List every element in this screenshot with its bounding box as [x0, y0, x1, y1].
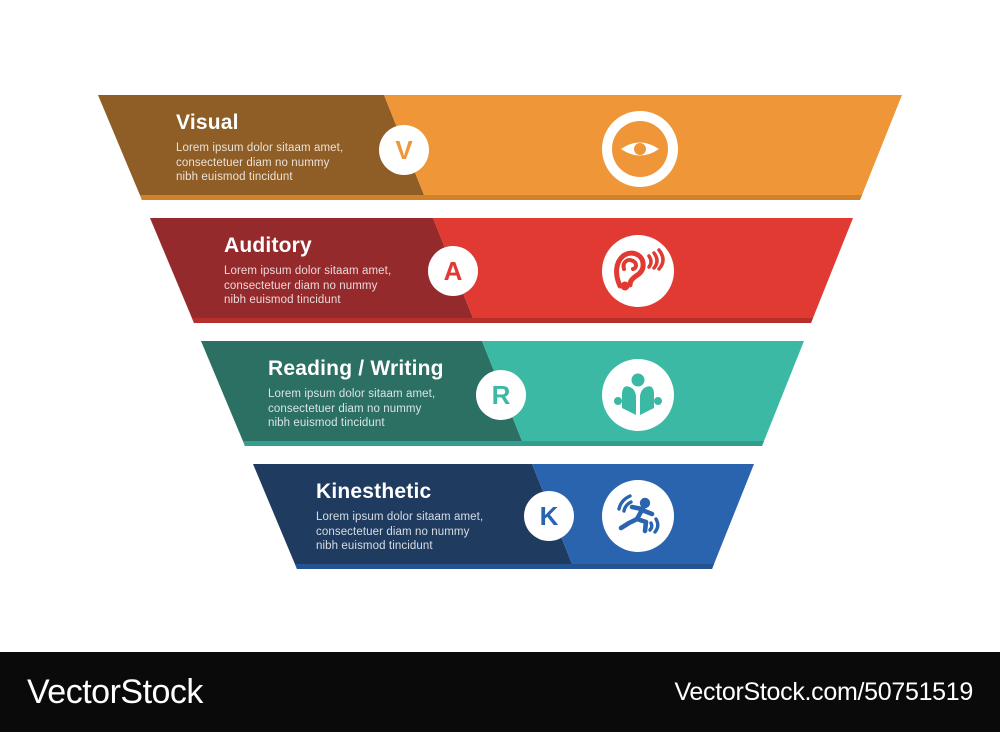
visual-title: Visual — [176, 111, 239, 134]
motion-wave-top-outer — [617, 494, 632, 511]
visual-letter-badge — [379, 125, 429, 175]
auditory-title: Auditory — [224, 234, 312, 257]
reading-title: Reading / Writing — [268, 357, 444, 380]
sound-wave-1 — [647, 254, 653, 269]
auditory-letter: A — [444, 256, 463, 286]
visual-text-block: Visual Lorem ipsum dolor sitaam amet, co… — [176, 111, 343, 185]
footer-watermark-bar: VectorStock VectorStock.com/50751519 — [0, 652, 1000, 732]
reader-head — [631, 373, 645, 387]
ear-inner-curl — [621, 258, 638, 271]
funnel-graphic: V A — [98, 95, 902, 569]
reader-left-hand — [614, 397, 622, 405]
kinesthetic-letter-badge — [524, 491, 574, 541]
auditory-letter-badge — [428, 246, 478, 296]
reading-text-block: Reading / Writing Lorem ipsum dolor sita… — [268, 357, 444, 431]
desc-line: consectetuer diam no nummy — [268, 402, 422, 415]
band-visual: V — [98, 95, 902, 200]
ear-icon-disc — [602, 235, 674, 307]
auditory-description: Lorem ipsum dolor sitaam amet, consectet… — [224, 264, 391, 308]
band-auditory: A — [150, 218, 853, 323]
motion-wave-top-inner — [622, 500, 633, 513]
reading-letter: R — [492, 380, 511, 410]
book-left-page — [622, 386, 636, 415]
reader-right-hand — [654, 397, 662, 405]
ear-icon — [602, 235, 674, 307]
ear-outline — [614, 250, 646, 289]
kinesthetic-bottom-shadow — [295, 564, 714, 569]
eye-icon — [602, 111, 678, 187]
kinesthetic-dark-panel — [253, 464, 574, 569]
kinesthetic-letter: K — [540, 501, 559, 531]
desc-line: consectetuer diam no nummy — [224, 279, 378, 292]
reading-dark-panel — [201, 341, 524, 446]
desc-line: consectetuer diam no nummy — [176, 156, 330, 169]
visual-description: Lorem ipsum dolor sitaam amet, consectet… — [176, 141, 343, 185]
auditory-bottom-shadow — [192, 318, 813, 323]
desc-line: Lorem ipsum dolor sitaam amet, — [224, 265, 392, 277]
auditory-text-block: Auditory Lorem ipsum dolor sitaam amet, … — [224, 234, 391, 308]
motion-wave-bottom-outer — [653, 517, 660, 534]
motion-wave-bottom-inner — [648, 521, 654, 532]
book-reader-icon — [602, 359, 674, 431]
ear-glyph — [614, 248, 665, 291]
vectorstock-credit-url: VectorStock.com/50751519 — [674, 677, 973, 706]
visual-letter: V — [395, 135, 413, 165]
desc-line: consectetuer diam no nummy — [316, 525, 470, 538]
band-kinesthetic: K — [253, 464, 754, 569]
ear-lobe — [620, 281, 630, 291]
eye-pupil — [634, 143, 646, 155]
band-reading-writing: R — [201, 341, 804, 446]
desc-line: nibh euismod tincidunt — [316, 540, 433, 552]
kinesthetic-text-block: Kinesthetic Lorem ipsum dolor sitaam ame… — [316, 480, 483, 554]
kinesthetic-title: Kinesthetic — [316, 480, 432, 503]
desc-line: Lorem ipsum dolor sitaam amet, — [316, 511, 484, 523]
visual-bottom-shadow — [140, 195, 862, 200]
desc-line: nibh euismod tincidunt — [176, 171, 293, 183]
book-right-page — [640, 386, 654, 415]
reading-bottom-shadow — [243, 441, 764, 446]
sound-wave-3 — [657, 248, 665, 271]
sound-wave-2 — [652, 251, 659, 270]
runner-front-arm — [639, 507, 655, 517]
visual-dark-panel — [98, 95, 426, 200]
vectorstock-logo: VectorStock — [27, 672, 203, 711]
kinesthetic-description: Lorem ipsum dolor sitaam amet, consectet… — [316, 510, 483, 554]
desc-line: Lorem ipsum dolor sitaam amet, — [268, 388, 436, 400]
reading-description: Lorem ipsum dolor sitaam amet, consectet… — [268, 387, 444, 431]
desc-line: nibh euismod tincidunt — [224, 294, 341, 306]
book-reader-disc — [602, 359, 674, 431]
auditory-dark-panel — [150, 218, 475, 323]
desc-line: nibh euismod tincidunt — [268, 417, 385, 429]
runner-icon — [602, 480, 674, 552]
desc-line: Lorem ipsum dolor sitaam amet, — [176, 142, 344, 154]
runner-head — [639, 497, 651, 509]
runner-back-leg — [618, 516, 640, 531]
runner-front-leg — [634, 516, 649, 534]
reading-letter-badge — [476, 370, 526, 420]
